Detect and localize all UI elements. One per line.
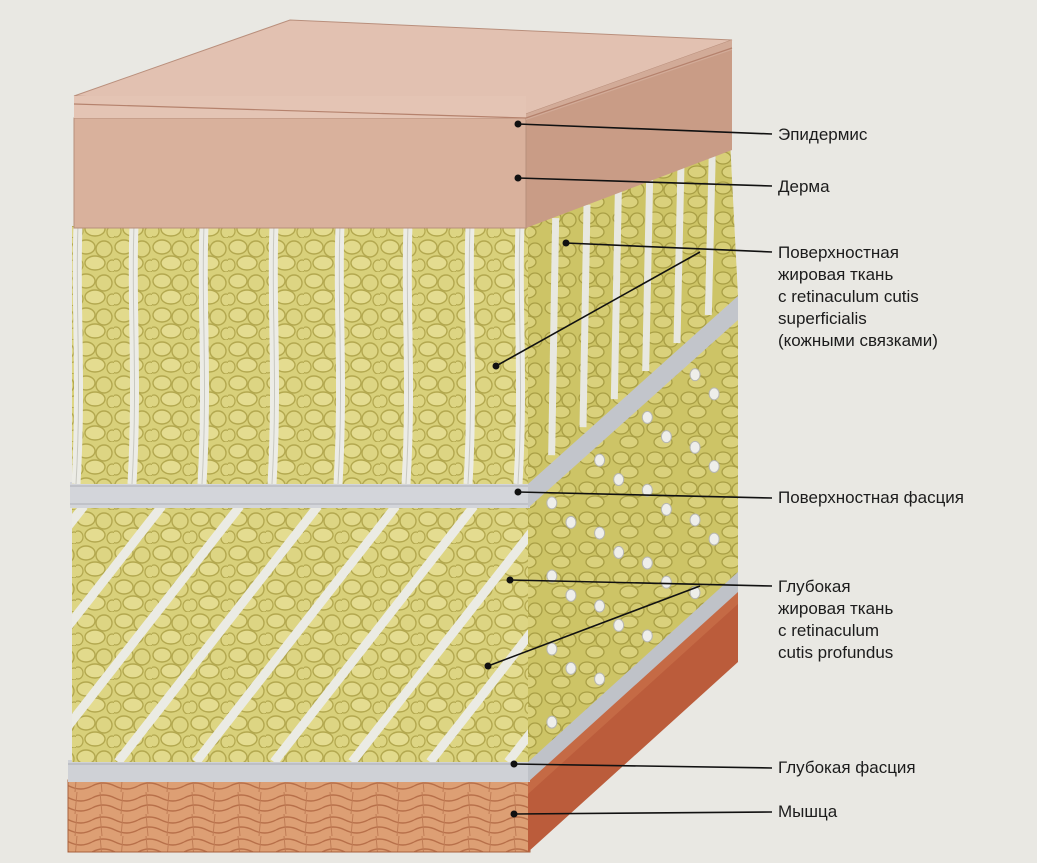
superficial-septum-side (548, 218, 560, 456)
superficial-septum-edge (131, 226, 136, 484)
leader-dermis (514, 174, 773, 187)
epidermis-layer (73, 19, 733, 120)
superficial-septum-side (610, 191, 622, 400)
deep-fat-layer (72, 506, 528, 762)
label-deep-fascia: Глубокая фасция (778, 758, 916, 777)
deep-fat-dot (613, 618, 625, 632)
superficial-septum-edge (201, 226, 206, 484)
deep-septum (114, 506, 322, 762)
leader-deep-fat (484, 576, 773, 670)
superficial-septum-side (673, 164, 685, 344)
deep-septum (72, 506, 166, 629)
deep-septum (426, 629, 528, 762)
deep-septum (72, 506, 244, 729)
deep-fat-dot (594, 453, 606, 467)
deep-fat-side (528, 318, 738, 762)
deep-fat-dot (660, 502, 672, 516)
deep-fascia-layer (68, 570, 738, 782)
superficial-fascia-layer (70, 294, 738, 508)
label-deep-fat: Глубокая жировая ткань с retinaculum cut… (778, 577, 894, 662)
deep-fat-dot (689, 440, 701, 454)
superficial-fat-layer (72, 226, 528, 484)
superficial-septum-edge (467, 226, 472, 484)
deep-fat-dot (708, 387, 720, 401)
deep-fat-dot (660, 430, 672, 444)
deep-septum (348, 529, 528, 762)
deep-fat-dot (641, 629, 653, 643)
deep-fat-dot (641, 483, 653, 497)
leader-muscle (510, 810, 773, 818)
label-muscle: Мышца (778, 802, 838, 821)
superficial-septum-edge (75, 226, 80, 484)
label-dermis: Дерма (778, 177, 830, 196)
deep-fat-dot (546, 496, 558, 510)
muscle-layer (67, 590, 738, 853)
deep-fat-dot (594, 599, 606, 613)
deep-fat-dot (565, 588, 577, 602)
deep-septum (72, 506, 88, 529)
deep-fat-dot (594, 672, 606, 686)
deep-fat-dot (641, 410, 653, 424)
label-superficial-fat: Поверхностная жировая ткань с retinaculu… (778, 243, 938, 350)
deep-fat-dot (689, 368, 701, 382)
deep-fat-dot (565, 515, 577, 529)
superficial-septum-edge (405, 226, 410, 484)
deep-fat-dot (613, 545, 625, 559)
leader-superficial-fat (492, 239, 773, 370)
deep-fat-dot (546, 715, 558, 729)
deep-septum (192, 506, 400, 762)
leader-epidermis (514, 120, 773, 135)
superficial-fat-side (528, 140, 738, 484)
deep-fat-dot (708, 532, 720, 546)
deep-fat-dot (689, 513, 701, 527)
superficial-septum-edge (337, 226, 342, 484)
label-epidermis: Эпидермис (778, 125, 868, 144)
deep-septum (270, 506, 478, 762)
deep-fat-dot (546, 569, 558, 583)
leader-superficial-fascia (514, 488, 773, 499)
deep-fat-dot (708, 459, 720, 473)
superficial-septum-side (704, 150, 716, 316)
deep-fat-dot (546, 642, 558, 656)
deep-fat-dot (613, 473, 625, 487)
deep-fat-dot (594, 526, 606, 540)
deep-fat-dot (660, 575, 672, 589)
superficial-septum-side (642, 177, 654, 372)
leader-deep-fascia (510, 760, 773, 769)
superficial-septum-edge (271, 226, 276, 484)
deep-fat-dot (565, 661, 577, 675)
deep-fat-dot (641, 556, 653, 570)
superficial-septum-edge (517, 226, 522, 484)
leader-lines (484, 120, 773, 818)
label-superficial-fascia: Поверхностная фасция (778, 488, 965, 507)
